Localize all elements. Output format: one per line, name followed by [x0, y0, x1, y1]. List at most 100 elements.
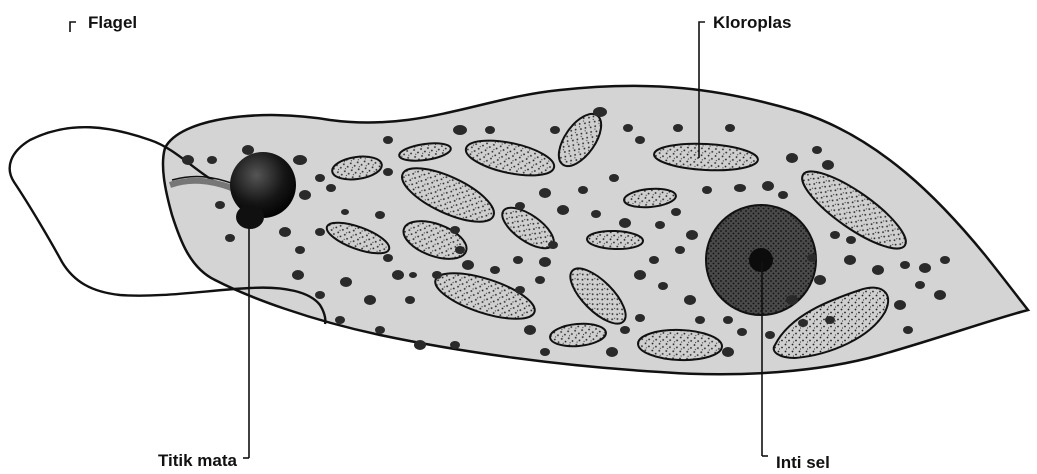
granule [765, 331, 775, 339]
granule [737, 328, 747, 336]
granule [591, 210, 601, 218]
granule [335, 316, 345, 324]
granule [539, 188, 551, 198]
granule [405, 296, 415, 304]
granule [786, 295, 798, 305]
granule [722, 347, 734, 357]
granule [539, 257, 551, 267]
granule [846, 236, 856, 244]
granule [844, 255, 856, 265]
granule [293, 155, 307, 165]
granule [872, 265, 884, 275]
granule [830, 231, 840, 239]
granule [619, 218, 631, 228]
granule [825, 316, 835, 324]
label-kloroplas: Kloroplas [713, 13, 791, 32]
granule [207, 156, 217, 164]
granule [673, 124, 683, 132]
granule [578, 186, 588, 194]
granule [341, 209, 349, 215]
granule [383, 254, 393, 262]
granule [375, 211, 385, 219]
granule [409, 272, 417, 278]
granule [315, 174, 325, 182]
granule [903, 326, 913, 334]
granule [635, 136, 645, 144]
granule [242, 145, 254, 155]
granule [900, 261, 910, 269]
granule [561, 207, 569, 213]
granule [593, 107, 607, 117]
granule [786, 153, 798, 163]
granule [702, 186, 712, 194]
granule [550, 126, 560, 134]
granule [634, 270, 646, 280]
granule [295, 246, 305, 254]
granule [934, 290, 946, 300]
granule [450, 226, 460, 234]
granule [894, 300, 906, 310]
granule [182, 155, 194, 165]
granule [778, 191, 788, 199]
granule [798, 319, 808, 327]
granule [684, 295, 696, 305]
label-flagel: Flagel [88, 13, 137, 32]
granule [515, 202, 525, 210]
granule [548, 241, 558, 249]
granule [414, 340, 426, 350]
granule [225, 234, 235, 242]
granule [383, 168, 393, 176]
granule [535, 276, 545, 284]
granule [671, 208, 681, 216]
granule [658, 282, 668, 290]
granule [807, 254, 817, 262]
granule [515, 286, 525, 294]
granule [315, 228, 325, 236]
nucleus [706, 205, 816, 315]
granule [450, 341, 460, 349]
granule [462, 260, 474, 270]
granule [299, 190, 311, 200]
granule [620, 326, 630, 334]
granule [675, 246, 685, 254]
granule [606, 347, 618, 357]
granule [940, 256, 950, 264]
granule [623, 124, 633, 132]
granule [814, 275, 826, 285]
granule [725, 124, 735, 132]
granule [524, 325, 536, 335]
granule [364, 295, 376, 305]
label-titik-mata: Titik mata [158, 451, 238, 470]
granule [432, 271, 442, 279]
granule [609, 174, 619, 182]
granule [326, 184, 336, 192]
granule [762, 181, 774, 191]
granule [723, 316, 733, 324]
label-inti-sel: Inti sel [776, 453, 830, 472]
granule [695, 316, 705, 324]
granule [315, 291, 325, 299]
granule [734, 184, 746, 192]
granule [453, 125, 467, 135]
granule [812, 146, 822, 154]
granule [635, 314, 645, 322]
granule [655, 221, 665, 229]
granule [292, 270, 304, 280]
granule [915, 281, 925, 289]
granule [455, 246, 465, 254]
granule [279, 227, 291, 237]
granule [392, 270, 404, 280]
granule [540, 348, 550, 356]
granule [375, 326, 385, 334]
granule [649, 256, 659, 264]
granule [490, 266, 500, 274]
granule [383, 136, 393, 144]
granule [215, 201, 225, 209]
granule [686, 230, 698, 240]
granule [485, 126, 495, 134]
granule [340, 277, 352, 287]
granule [919, 263, 931, 273]
granule [822, 160, 834, 170]
granule [513, 256, 523, 264]
